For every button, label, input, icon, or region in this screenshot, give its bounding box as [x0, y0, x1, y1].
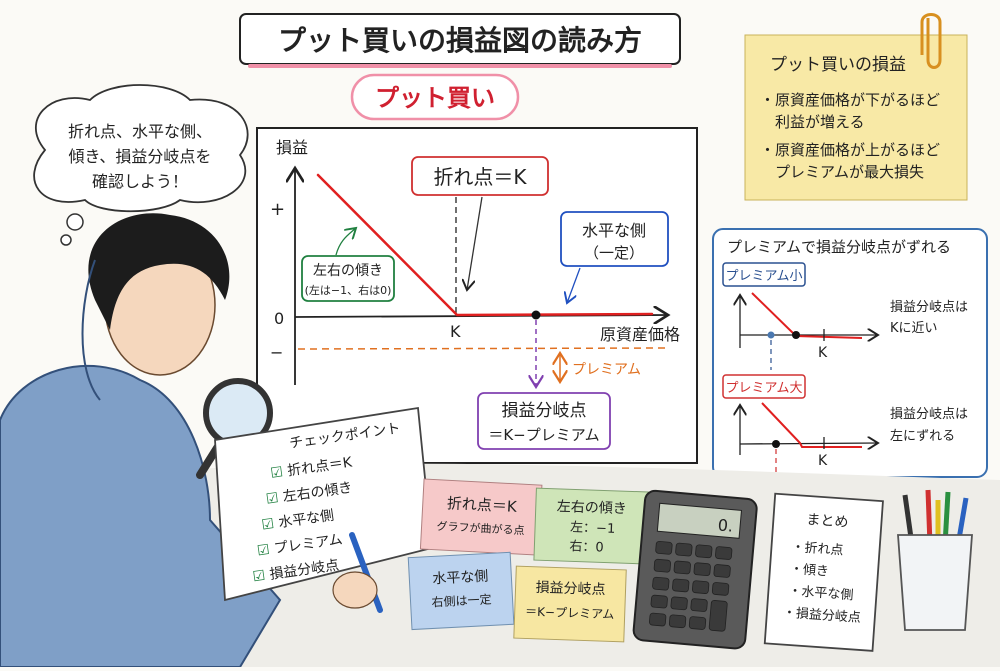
subtitle-pill: プット買い — [350, 73, 520, 121]
sticky-note-line: 折れ点＝K — [446, 494, 518, 516]
check-icon: ☑ — [261, 516, 276, 534]
memo-line-3: ・原資産価格が上がるほど — [760, 141, 940, 159]
memo-note: プット買いの損益 ・原資産価格が下がるほど 利益が増える ・原資産価格が上がるほ… — [744, 13, 968, 201]
paperclip-icon — [920, 13, 942, 69]
summary-title: まとめ — [806, 512, 849, 531]
premium-line — [297, 347, 669, 350]
check-icon: ☑ — [252, 568, 267, 586]
flat-label-2: （一定） — [584, 244, 644, 262]
large-k-label: K — [818, 453, 828, 469]
premium-large-note-2: 左にずれる — [890, 429, 955, 444]
sticky-note-slope: 左右の傾き 左：−1 右：0 — [533, 487, 649, 565]
memo-line-4: プレミアムが最大損失 — [760, 163, 924, 181]
y-axis-label: 損益 — [276, 138, 308, 157]
summary-item-3: ・水平な側 — [788, 584, 854, 603]
premium-small-note-2: Kに近い — [890, 321, 938, 336]
y-zero-label: 0 — [274, 309, 284, 328]
thought-bubble: 折れ点、水平な側、 傾き、損益分岐点を 確認しよう！ — [33, 84, 249, 246]
check-item-3: ☑ 水平な側 — [261, 508, 336, 534]
thought-line-3: 確認しよう！ — [92, 172, 188, 191]
memo-line-2: 利益が増える — [760, 113, 865, 131]
thought-line-2: 傾き、損益分岐点を — [69, 147, 212, 166]
premium-shift-panel: プレミアムで損益分岐点がずれる プレミアム小 K 損益分岐点は Kに近い プレミ… — [712, 228, 988, 478]
check-icon: ☑ — [269, 464, 284, 482]
y-plus-label: + — [270, 199, 285, 220]
sticky-note-line: 損益分岐点 — [535, 580, 606, 598]
memo-title: プット買いの損益 — [770, 55, 906, 75]
sticky-note-flat: 水平な側 右側は一定 — [407, 551, 515, 631]
summary-item-4: ・損益分岐点 — [782, 606, 861, 626]
sticky-note-line: 左右の傾き — [557, 499, 628, 517]
kink-label: 折れ点＝K — [433, 165, 527, 189]
checklist-notebook: チェックポイント ☑ 折れ点＝K ☑ 左右の傾き ☑ 水平な側 ☑ プレミアム … — [214, 406, 433, 613]
sticky-note-line: グラフが曲がる点 — [436, 519, 525, 538]
sticky-note-kink: 折れ点＝K グラフが曲がる点 — [419, 478, 543, 556]
title-banner: プット買いの損益図の読み方 — [239, 13, 681, 68]
flat-label-1: 水平な側 — [582, 221, 646, 240]
main-payoff-chart: 損益 + 0 − 原資産価格 K プレミアム 折れ点＝K 水平な側 （一定） 左… — [256, 127, 698, 464]
summary-item-1: ・折れ点 — [791, 540, 844, 559]
sticky-note-line: 水平な側 — [432, 569, 489, 588]
small-k-label: K — [818, 345, 828, 361]
pen-cup-icon — [897, 489, 973, 631]
k-label: K — [450, 322, 461, 341]
calculator-icon: 0. — [632, 489, 758, 650]
premium-large-note-1: 損益分岐点は — [890, 407, 968, 422]
premium-small-note-1: 損益分岐点は — [890, 300, 968, 315]
y-minus-label: − — [270, 343, 283, 362]
x-axis-label: 原資産価格 — [600, 325, 680, 344]
summary-item-2: ・傾き — [789, 562, 829, 580]
premium-large-tag: プレミアム大 — [725, 381, 802, 396]
breakeven-label-1: 損益分岐点 — [502, 401, 587, 421]
payoff-line — [316, 173, 654, 317]
thought-line-1: 折れ点、水平な側、 — [68, 122, 212, 141]
summary-notebook: まとめ ・折れ点 ・傾き ・水平な側 ・損益分岐点 — [763, 492, 884, 652]
check-icon: ☑ — [265, 490, 280, 508]
premium-small-tag: プレミアム小 — [725, 269, 802, 284]
slope-label-2: (左は−1、右は0) — [305, 283, 392, 297]
calculator-display: 0. — [717, 515, 734, 535]
slope-label-1: 左右の傾き — [313, 263, 383, 279]
breakeven-dot — [531, 310, 541, 320]
sticky-note-breakeven: 損益分岐点 ＝K−プレミアム — [513, 565, 627, 643]
premium-label: プレミアム — [572, 362, 641, 378]
page-title: プット買いの損益図の読み方 — [278, 24, 642, 57]
sticky-note-line: ＝K−プレミアム — [525, 604, 615, 621]
sticky-note-line: 右：0 — [569, 539, 604, 555]
breakeven-label-2: ＝K−プレミアム — [488, 426, 599, 444]
sticky-note-line: 左：−1 — [570, 520, 616, 537]
check-icon: ☑ — [256, 542, 271, 560]
premium-panel-title: プレミアムで損益分岐点がずれる — [727, 238, 951, 256]
sticky-note-line: 右側は一定 — [431, 591, 492, 609]
subtitle: プット買い — [375, 84, 495, 112]
memo-line-1: ・原資産価格が下がるほど — [760, 91, 940, 109]
student-character — [0, 213, 282, 668]
